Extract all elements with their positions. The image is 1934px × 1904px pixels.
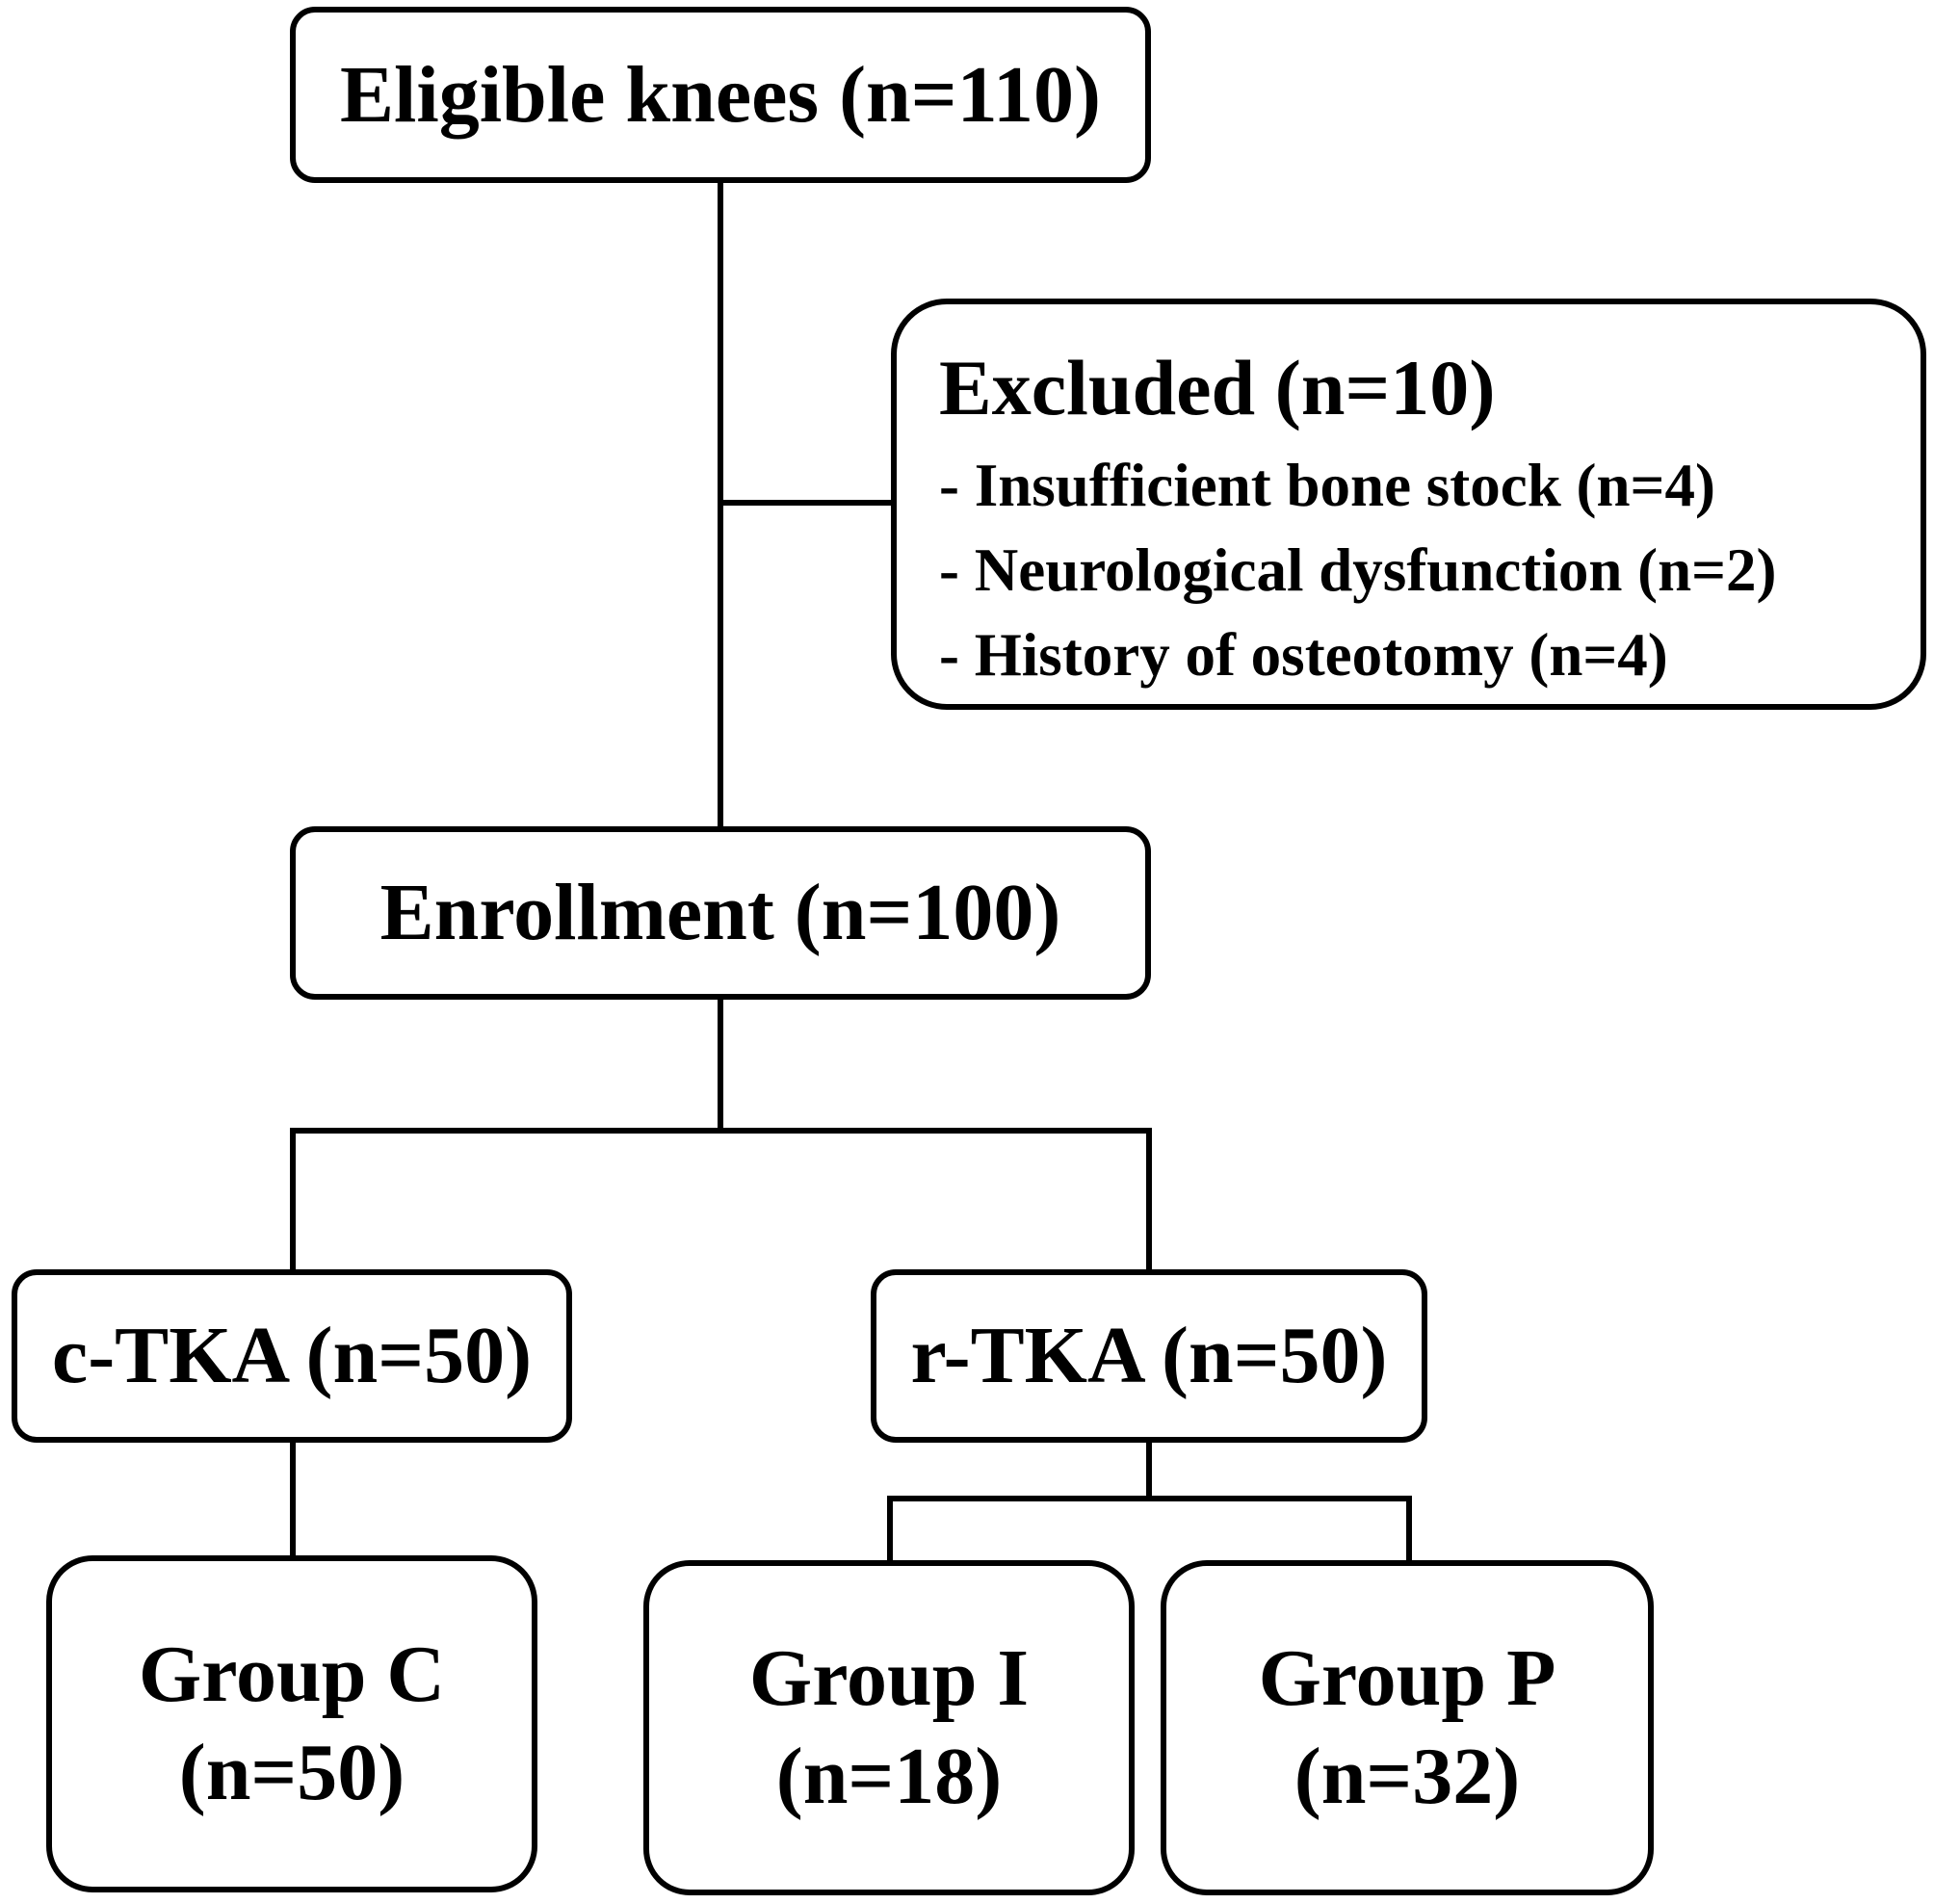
group-i-name: Group I <box>748 1632 1030 1723</box>
excluded-item: - History of osteotomy (n=4) <box>939 621 1668 689</box>
group-p-count: (n=32) <box>1294 1732 1521 1821</box>
excluded-box: Excluded (n=10) - Insufficient bone stoc… <box>891 299 1926 710</box>
c-tka-box: c-TKA (n=50) <box>12 1269 572 1443</box>
eligible-knees-box: Eligible knees (n=110) <box>290 7 1151 183</box>
r-tka-box: r-TKA (n=50) <box>871 1269 1427 1443</box>
excluded-title: Excluded (n=10) <box>939 344 1496 431</box>
group-p-box: Group P (n=32) <box>1161 1560 1654 1895</box>
eligible-knees-label: Eligible knees (n=110) <box>340 49 1101 140</box>
group-i-box: Group I (n=18) <box>643 1560 1135 1895</box>
excluded-item: - Insufficient bone stock (n=4) <box>939 452 1715 519</box>
group-c-count: (n=50) <box>178 1728 405 1817</box>
enrollment-box: Enrollment (n=100) <box>290 826 1151 1000</box>
group-c-name: Group C <box>138 1629 446 1719</box>
group-p-name: Group P <box>1258 1632 1556 1723</box>
excluded-item: - Neurological dysfunction (n=2) <box>939 536 1777 604</box>
c-tka-label: c-TKA (n=50) <box>51 1311 533 1400</box>
enrollment-label: Enrollment (n=100) <box>379 868 1061 957</box>
r-tka-label: r-TKA (n=50) <box>910 1311 1388 1400</box>
group-c-box: Group C (n=50) <box>46 1555 537 1892</box>
group-i-count: (n=18) <box>775 1732 1003 1821</box>
